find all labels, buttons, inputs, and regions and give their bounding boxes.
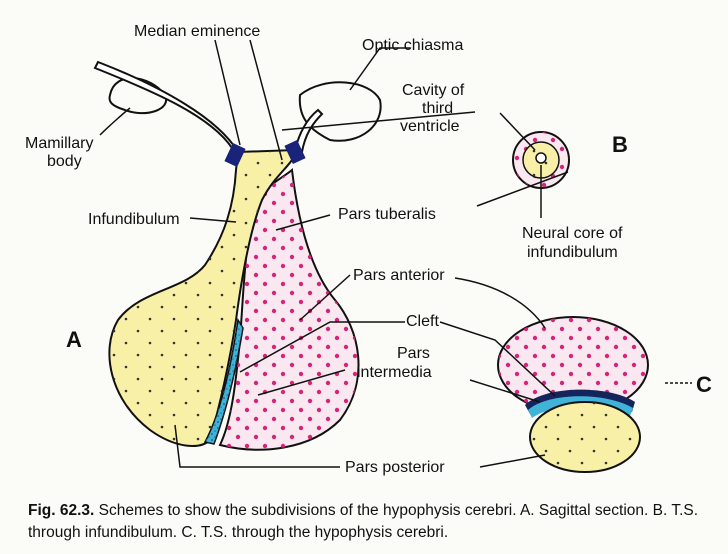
label-infundibulum: Infundibulum [88,211,180,228]
label-cleft: Cleft [406,313,439,330]
label-intermedia-2: intermedia [357,364,432,381]
label-neural-core-2: infundibulum [527,244,618,261]
panel-letter-c: C [696,372,712,397]
label-median-eminence: Median eminence [134,23,260,40]
label-intermedia-1: Pars [397,345,430,362]
label-optic-chiasma: Optic chiasma [362,37,463,54]
panel-letter-b: B [612,132,628,157]
panel-letter-a: A [66,327,82,352]
figure-caption: Fig. 62.3. Schemes to show the subdivisi… [28,500,708,544]
optic-chiasma [300,82,381,141]
label-pars-tuberalis: Pars tuberalis [338,206,436,223]
panel-c-cross-section [498,317,648,472]
label-pars-posterior: Pars posterior [345,459,445,476]
label-mamillary-1: Mamillary [25,135,93,152]
caption-text: Schemes to show the subdivisions of the … [28,502,698,541]
label-pars-anterior: Pars anterior [353,267,445,284]
caption-fig-number: Fig. 62.3. [28,502,94,519]
label-neural-core-1: Neural core of [522,225,623,242]
label-mamillary-2: body [47,153,82,170]
label-cavity-3: ventricle [400,118,460,135]
label-cavity-1: Cavity of [402,82,465,99]
label-cavity-2: third [422,100,453,117]
